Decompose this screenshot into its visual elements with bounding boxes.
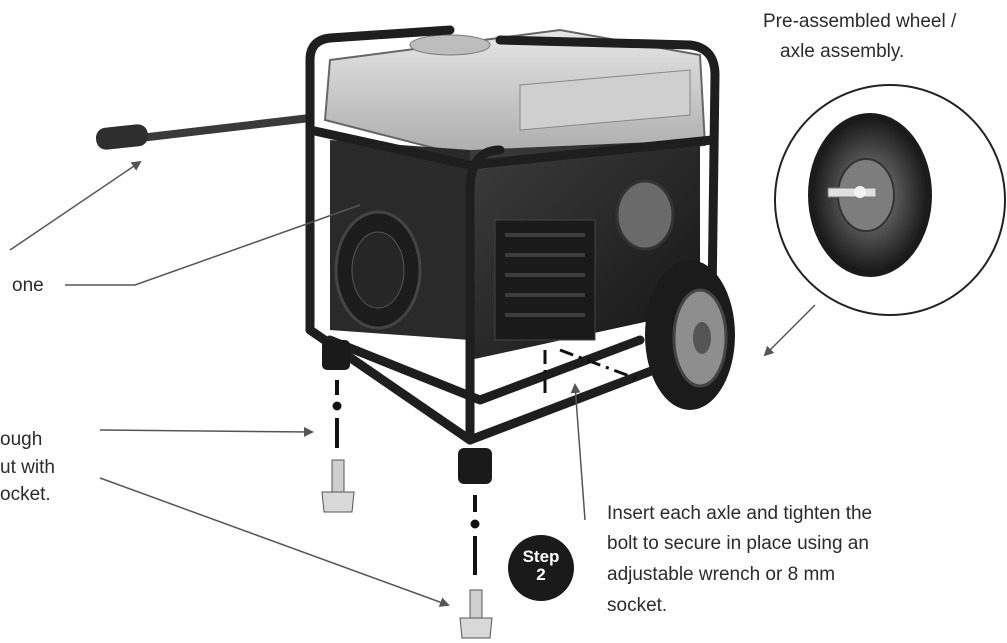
step-number: 2 bbox=[536, 565, 546, 584]
left-label-one: one bbox=[12, 275, 44, 296]
axle-instruction-line2: bolt to secure in place using an bbox=[607, 533, 869, 554]
left-label-ough: ough bbox=[0, 429, 43, 450]
left-label-ocket: ocket. bbox=[0, 484, 51, 505]
axle-instruction-line3: adjustable wrench or 8 mm bbox=[607, 564, 836, 585]
axle-instruction-line1: Insert each axle and tighten the bbox=[607, 503, 873, 524]
bolt-icon bbox=[321, 459, 355, 513]
engine-body bbox=[330, 140, 700, 360]
wheel-callout-line2: axle assembly. bbox=[780, 41, 905, 62]
axle-instruction-line4: socket. bbox=[607, 595, 668, 616]
step-badge: Step 2 bbox=[508, 535, 574, 601]
wheel-callout-line1: Pre-assembled wheel / bbox=[763, 11, 957, 32]
wheel bbox=[645, 260, 735, 410]
callout-arrow-icon bbox=[9, 160, 816, 607]
rubber-feet bbox=[322, 340, 492, 484]
step-word: Step bbox=[522, 547, 560, 566]
wheel-detail-icon bbox=[774, 84, 1006, 316]
bolt-icon bbox=[459, 589, 493, 639]
left-label-ut-with: ut with bbox=[0, 457, 55, 478]
handle bbox=[95, 114, 314, 150]
frame bbox=[305, 25, 720, 445]
